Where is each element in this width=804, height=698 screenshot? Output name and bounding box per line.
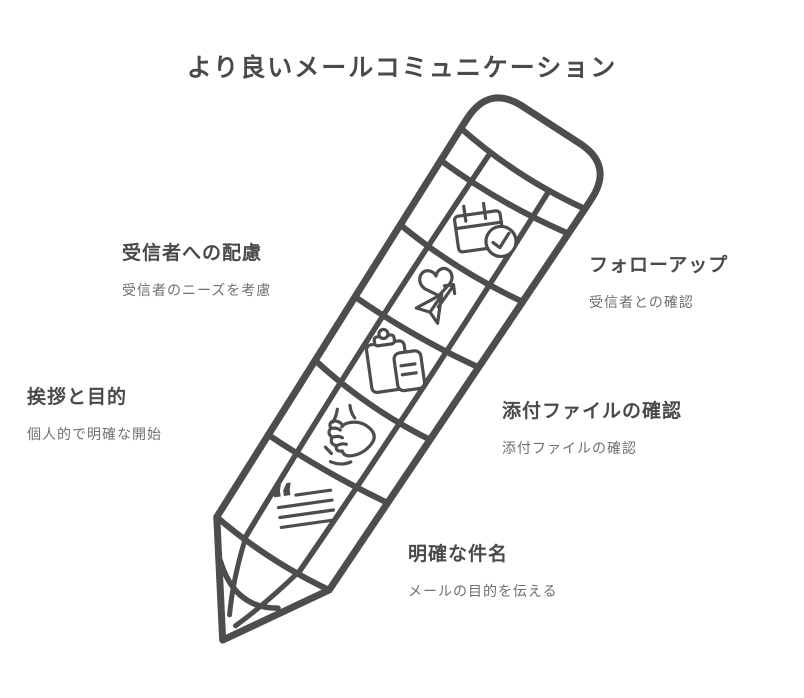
label-attachment-check: 添付ファイルの確認 添付ファイルの確認: [502, 396, 682, 458]
clipboard-note-icon: [364, 327, 427, 395]
label-desc: 受信者のニーズを考慮: [122, 282, 272, 298]
heart-send-icon: [414, 266, 457, 325]
label-desc: 個人的で明確な開始: [27, 426, 162, 442]
label-title: 挨拶と目的: [27, 387, 128, 408]
pencil-wood-arc: [217, 558, 281, 611]
label-desc: 受信者との確認: [589, 294, 694, 310]
label-follow-up: フォローアップ 受信者との確認: [589, 250, 728, 312]
label-title: フォローアップ: [589, 255, 729, 276]
label-desc: メールの目的を伝える: [408, 583, 558, 599]
label-title: 添付ファイルの確認: [502, 401, 683, 422]
label-clear-subject: 明確な件名 メールの目的を伝える: [408, 539, 558, 601]
page-title: より良いメールコミュニケーション: [186, 54, 618, 82]
label-title: 明確な件名: [408, 544, 509, 565]
label-greeting-purpose: 挨拶と目的 個人的で明確な開始: [27, 382, 162, 444]
label-title: 受信者への配慮: [122, 243, 263, 264]
calendar-check-icon: [453, 201, 518, 259]
pencil-ferrule-line: [457, 125, 589, 212]
label-desc: 添付ファイルの確認: [502, 440, 637, 456]
quote-text-icon: “: [267, 475, 335, 530]
label-recipient-consideration: 受信者への配慮 受信者のニーズを考慮: [122, 238, 271, 300]
pencil-cell-dividers: [213, 158, 570, 594]
hand-together-icon: [323, 403, 376, 466]
